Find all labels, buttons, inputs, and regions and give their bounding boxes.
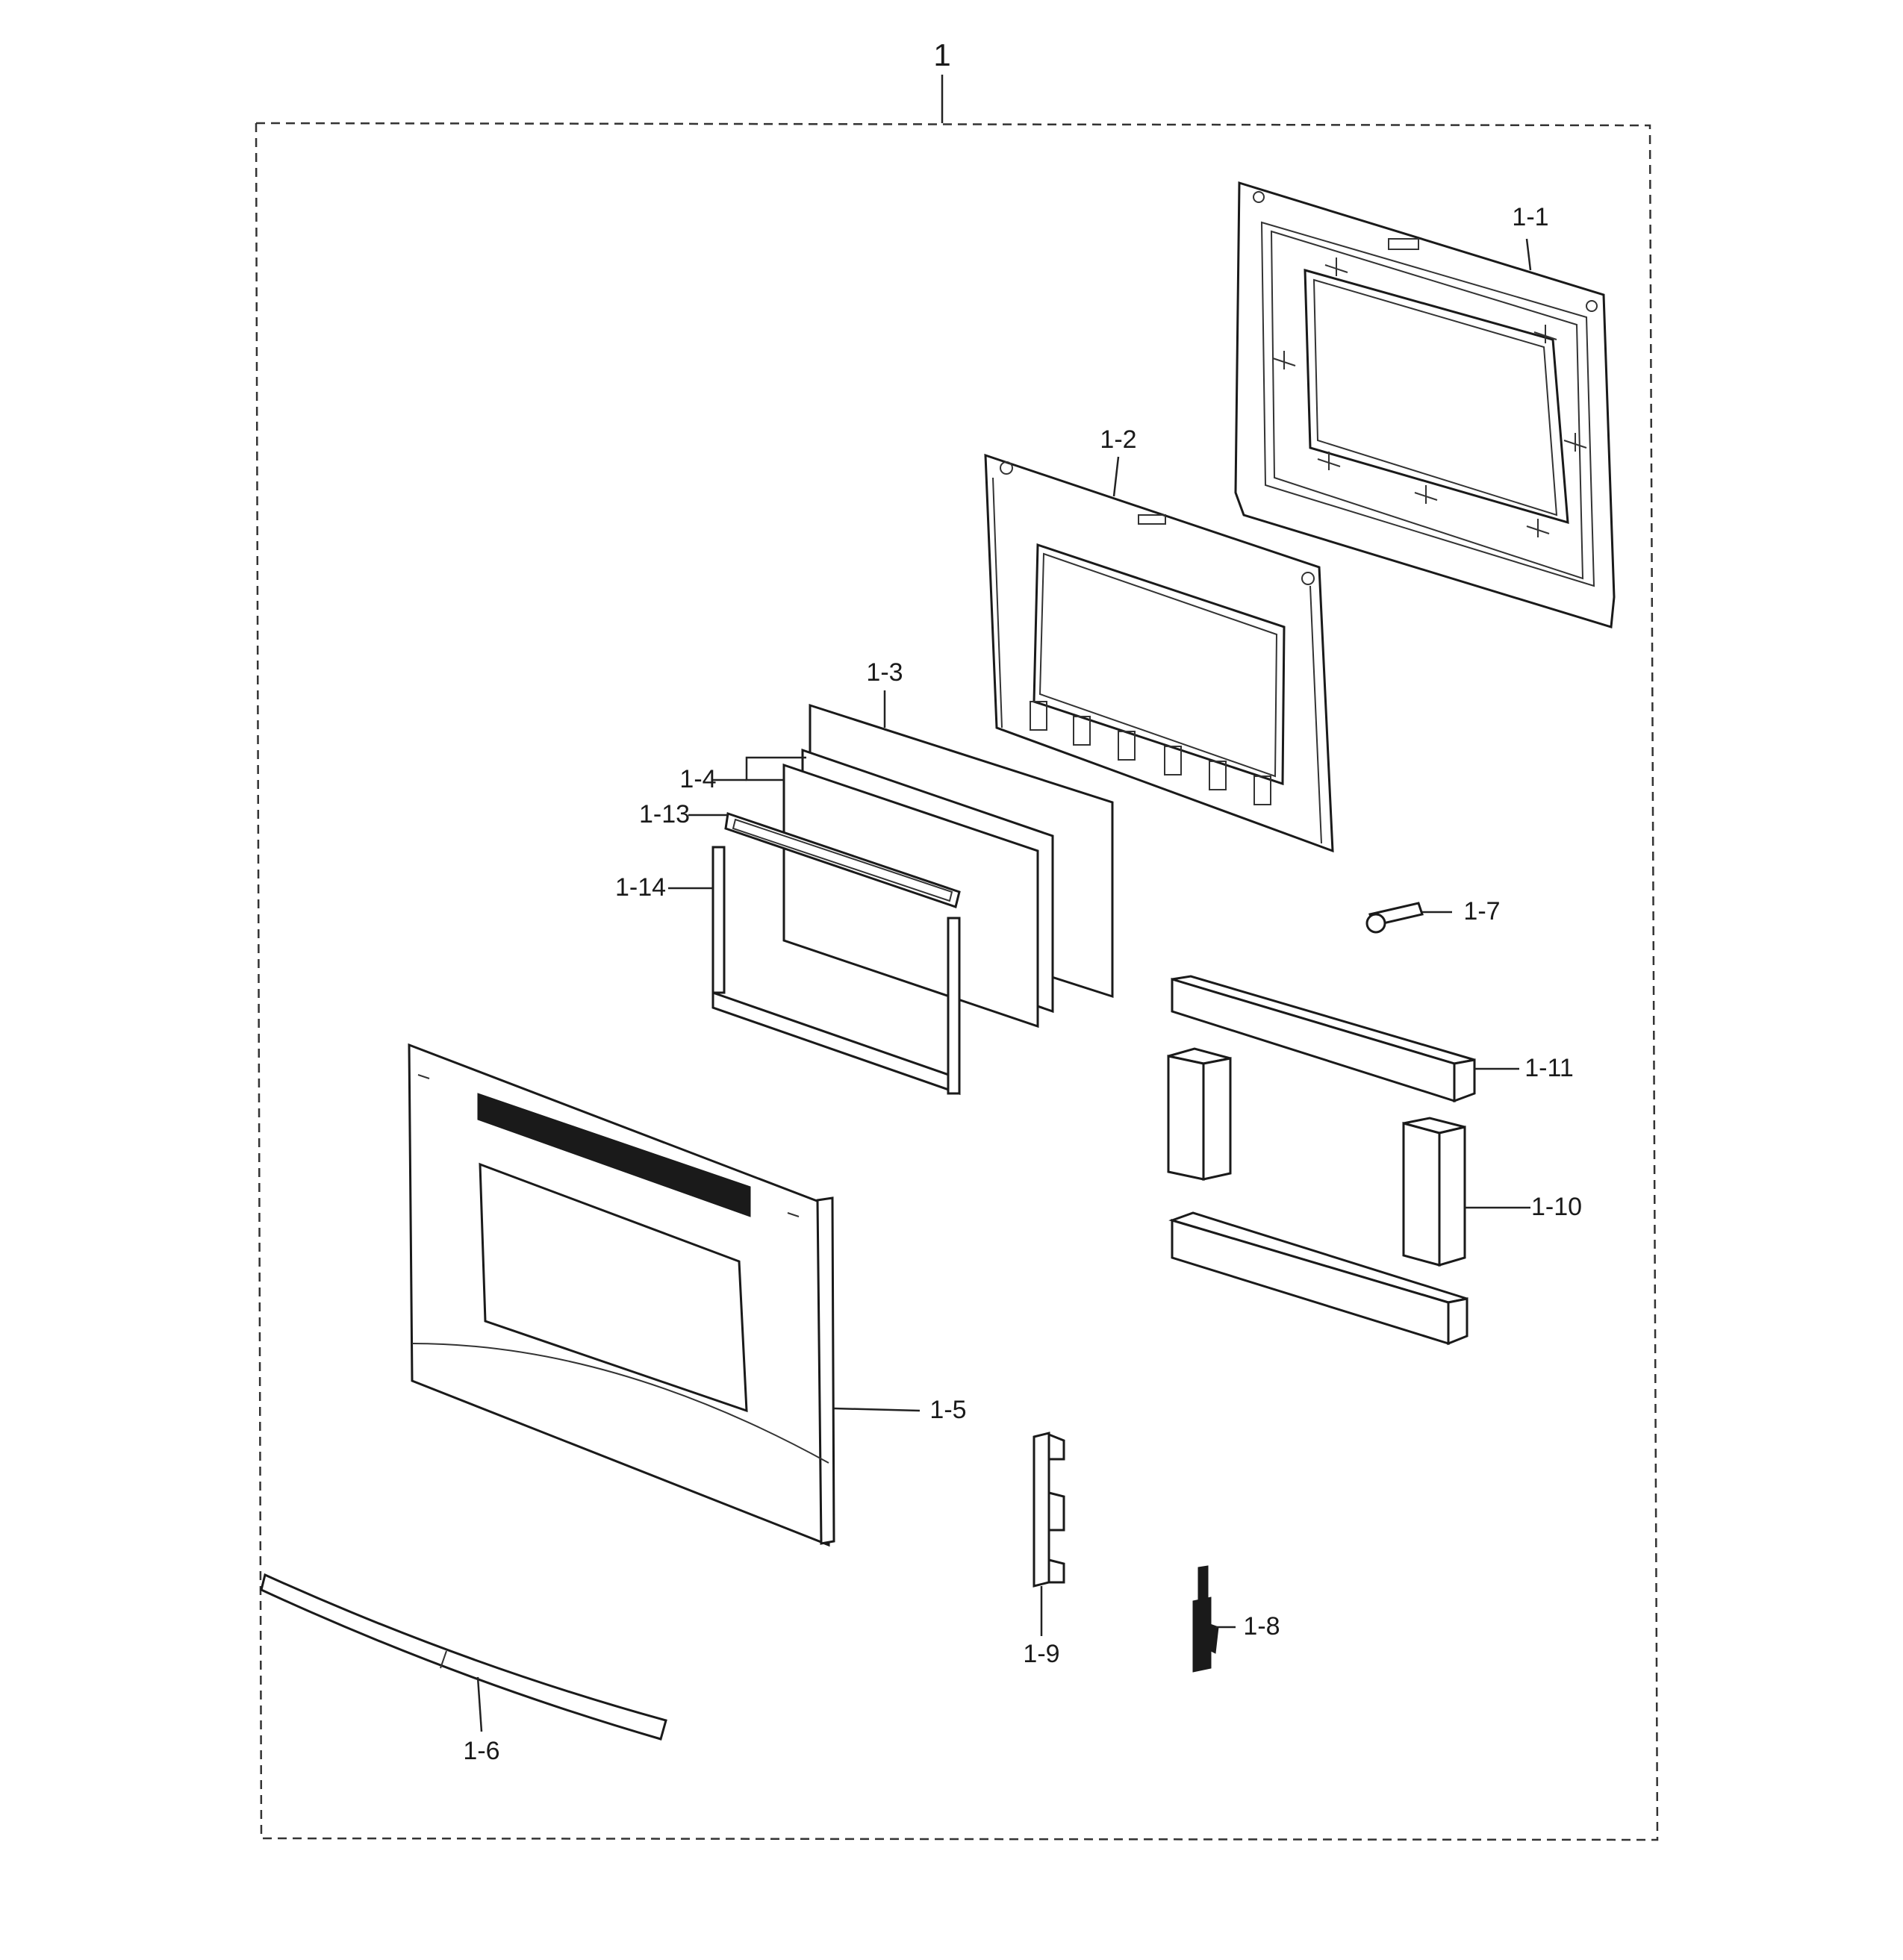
callout-1-10: 1-10: [1531, 1193, 1582, 1221]
part-1-13-glass-support: [724, 812, 961, 908]
callout-1-8: 1-8: [1243, 1612, 1280, 1641]
callout-1-4: 1-4: [679, 765, 716, 793]
part-1-1-inner-door-frame: [1234, 181, 1616, 628]
callout-1-11: 1-11: [1524, 1054, 1574, 1082]
part-1-14-glass-frame: [711, 846, 961, 1096]
part-1-10-insulation-blocks: [1167, 1047, 1468, 1346]
part-1-6-handle: [260, 1573, 667, 1741]
part-1-5-outer-door: [408, 1043, 835, 1547]
callout-1-3: 1-3: [866, 658, 903, 687]
callout-1-9: 1-9: [1023, 1640, 1059, 1668]
assembly-boundary: [255, 75, 1659, 1841]
assembly-number: 1: [933, 37, 950, 72]
callout-1-5: 1-5: [929, 1396, 966, 1424]
callout-1-7: 1-7: [1463, 897, 1500, 926]
part-1-9-hinge-bracket: [1033, 1432, 1065, 1588]
callout-1-13: 1-13: [639, 800, 690, 828]
callout-1-14: 1-14: [615, 873, 666, 902]
part-1-8-hinge: [1192, 1565, 1219, 1673]
part-1-11-insulation-top: [1171, 975, 1476, 1103]
callout-1-6: 1-6: [463, 1737, 499, 1765]
part-1-2-door-liner: [984, 453, 1334, 853]
callout-1-2: 1-2: [1100, 425, 1136, 454]
part-1-7-screw: [1365, 902, 1424, 934]
callout-1-1: 1-1: [1512, 203, 1548, 231]
